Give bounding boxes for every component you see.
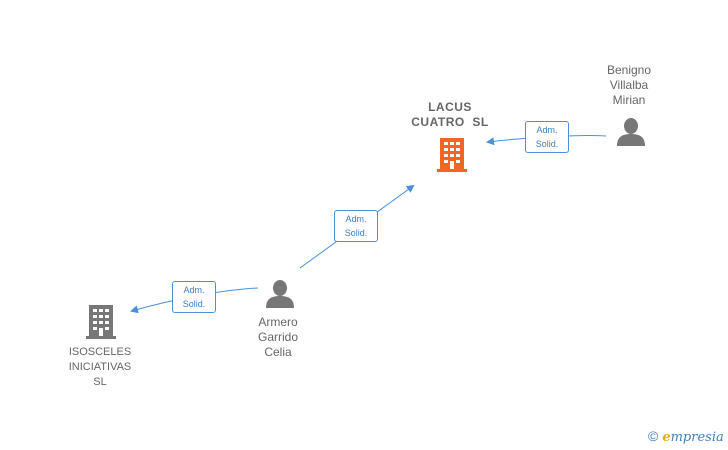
person-name-line: Mirian — [612, 93, 646, 107]
relation-text: Adm. — [345, 214, 367, 224]
relation-badge[interactable]: Adm. Solid. — [334, 210, 378, 242]
copyright-icon: © — [648, 428, 659, 444]
person-name-line: Garrido — [257, 330, 298, 344]
company-name-line: SL — [93, 376, 107, 388]
brand-e: e — [662, 430, 671, 445]
relation-text: Solid. — [344, 228, 368, 238]
person-label-benigno[interactable]: Benigno Villalba Mirian — [589, 63, 669, 108]
company-label-isosceles[interactable]: ISOSCELES INICIATIVAS SL — [50, 345, 150, 390]
building-icon[interactable] — [437, 138, 467, 172]
person-icon[interactable] — [617, 118, 645, 146]
empresia-logo[interactable]: ©empresia — [648, 428, 724, 445]
building-icon[interactable] — [86, 305, 116, 339]
company-name-line: LACUS — [428, 100, 472, 114]
person-name-line: Celia — [264, 345, 292, 359]
relation-text: Adm. — [536, 125, 558, 135]
relation-text: Solid. — [182, 299, 206, 309]
relation-badge[interactable]: Adm. Solid. — [172, 281, 216, 313]
person-label-armero[interactable]: Armero Garrido Celia — [238, 315, 318, 360]
company-label-lacus[interactable]: LACUS CUATRO SL — [400, 100, 500, 130]
company-name-line: CUATRO SL — [411, 115, 489, 129]
relation-text: Adm. — [183, 285, 205, 295]
brand-name: mpresia — [670, 430, 724, 445]
company-name-line: INICIATIVAS — [68, 361, 132, 373]
relation-badge[interactable]: Adm. Solid. — [525, 121, 569, 153]
person-name-line: Benigno — [606, 63, 652, 77]
company-name-line: ISOSCELES — [68, 346, 132, 358]
person-icon[interactable] — [266, 280, 294, 308]
relation-text: Solid. — [535, 139, 559, 149]
person-name-line: Armero — [258, 315, 298, 329]
person-name-line: Villalba — [609, 78, 649, 92]
